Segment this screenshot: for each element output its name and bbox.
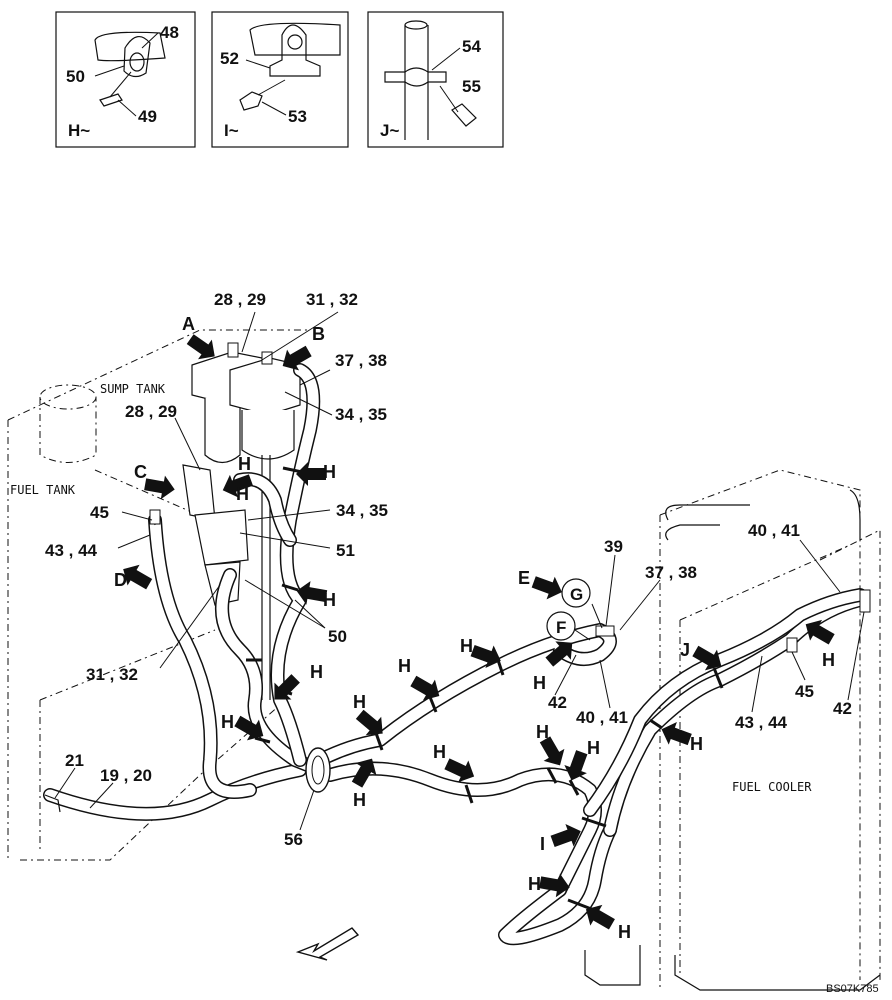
part-43-44-left: 43 , 44 bbox=[45, 541, 98, 560]
clamp-h-3: H bbox=[236, 484, 249, 504]
clamp-h-13: H bbox=[587, 738, 600, 758]
clamp-h-4: H bbox=[323, 590, 336, 610]
clamp-h-12: H bbox=[536, 722, 549, 742]
hose-clamps bbox=[246, 466, 724, 912]
detail-box-i: 52 53 I~ bbox=[211, 11, 349, 148]
detail-j-part-55: 55 bbox=[462, 77, 481, 96]
circle-g-label: G bbox=[570, 585, 583, 604]
part-31-32-low: 31 , 32 bbox=[86, 665, 138, 684]
part-19-20: 19 , 20 bbox=[100, 766, 152, 785]
detail-h-caption: H~ bbox=[68, 121, 90, 140]
detail-h-part-50: 50 bbox=[66, 67, 85, 86]
part-51: 51 bbox=[336, 541, 355, 560]
clamp-h-7: H bbox=[353, 692, 366, 712]
front-direction-arrow bbox=[295, 927, 360, 961]
clamp-h-10: H bbox=[353, 790, 366, 810]
clamp-h-1: H bbox=[238, 454, 251, 474]
view-arrow-b-label: B bbox=[312, 324, 325, 344]
fuel-cooler bbox=[584, 489, 881, 991]
fuel-hoses bbox=[43, 363, 871, 946]
circle-f-label: F bbox=[556, 618, 566, 637]
part-34-35-mid: 34 , 35 bbox=[336, 501, 388, 520]
part-50: 50 bbox=[328, 627, 347, 646]
detail-box-h: 48 50 49 H~ bbox=[55, 11, 196, 148]
part-34-35-top: 34 , 35 bbox=[335, 405, 387, 424]
part-39: 39 bbox=[604, 537, 623, 556]
clamp-h-17: H bbox=[690, 734, 703, 754]
clamp-h-2: H bbox=[323, 462, 336, 482]
view-arrow-e-label: E bbox=[518, 568, 530, 588]
detail-i-caption: I~ bbox=[224, 121, 239, 140]
drawing-code: BS07K785 bbox=[826, 983, 879, 995]
clamp-h-6: H bbox=[221, 712, 234, 732]
sump-tank-label: SUMP TANK bbox=[100, 382, 166, 396]
clamp-i-1: I bbox=[540, 834, 545, 854]
clamp-j-1: J bbox=[680, 640, 690, 660]
fuel-cooler-label: FUEL COOLER bbox=[732, 780, 812, 794]
detail-i-part-52: 52 bbox=[220, 49, 239, 68]
part-42-right: 42 bbox=[833, 699, 852, 718]
clamp-callout-labels: H H H H H H H H H H H H H H H H H H I J bbox=[221, 454, 835, 942]
part-45-left: 45 bbox=[90, 503, 109, 522]
part-21: 21 bbox=[65, 751, 84, 770]
view-arrow-d-label: D bbox=[114, 570, 127, 590]
part-31-32-top: 31 , 32 bbox=[306, 290, 358, 309]
detail-j-part-54: 54 bbox=[462, 37, 481, 56]
circle-g bbox=[561, 578, 591, 608]
part-28-29-mid: 28 , 29 bbox=[125, 402, 177, 421]
clamp-h-9: H bbox=[460, 636, 473, 656]
part-37-38-right: 37 , 38 bbox=[645, 563, 697, 582]
clamp-h-16: H bbox=[618, 922, 631, 942]
clamp-h-14: H bbox=[533, 673, 546, 693]
clamp-h-11: H bbox=[433, 742, 446, 762]
view-arrow-a-label: A bbox=[182, 314, 195, 334]
view-arrow-c-label: C bbox=[134, 462, 147, 482]
part-40-41-top: 40 , 41 bbox=[748, 521, 800, 540]
part-40-41-mid: 40 , 41 bbox=[576, 708, 628, 727]
detail-box-j: 54 55 J~ bbox=[367, 11, 504, 148]
detail-j-caption: J~ bbox=[380, 121, 399, 140]
part-37-38-top: 37 , 38 bbox=[335, 351, 387, 370]
part-42-left: 42 bbox=[548, 693, 567, 712]
sump-tank bbox=[39, 384, 97, 463]
detail-h-part-49: 49 bbox=[138, 107, 157, 126]
clamp-h-5: H bbox=[310, 662, 323, 682]
part-28-29-top: 28 , 29 bbox=[214, 290, 266, 309]
pointer-arrows bbox=[123, 334, 835, 930]
circle-f bbox=[546, 611, 576, 641]
detail-i-part-53: 53 bbox=[288, 107, 307, 126]
part-45-right: 45 bbox=[795, 682, 814, 701]
part-56: 56 bbox=[284, 830, 303, 849]
clamp-h-18: H bbox=[822, 650, 835, 670]
clamp-h-8: H bbox=[398, 656, 411, 676]
clamp-h-15: H bbox=[528, 874, 541, 894]
leader-lines bbox=[54, 311, 865, 831]
part-43-44-right: 43 , 44 bbox=[735, 713, 788, 732]
detail-h-part-48: 48 bbox=[160, 23, 179, 42]
fuel-tank-label: FUEL TANK bbox=[10, 483, 76, 497]
